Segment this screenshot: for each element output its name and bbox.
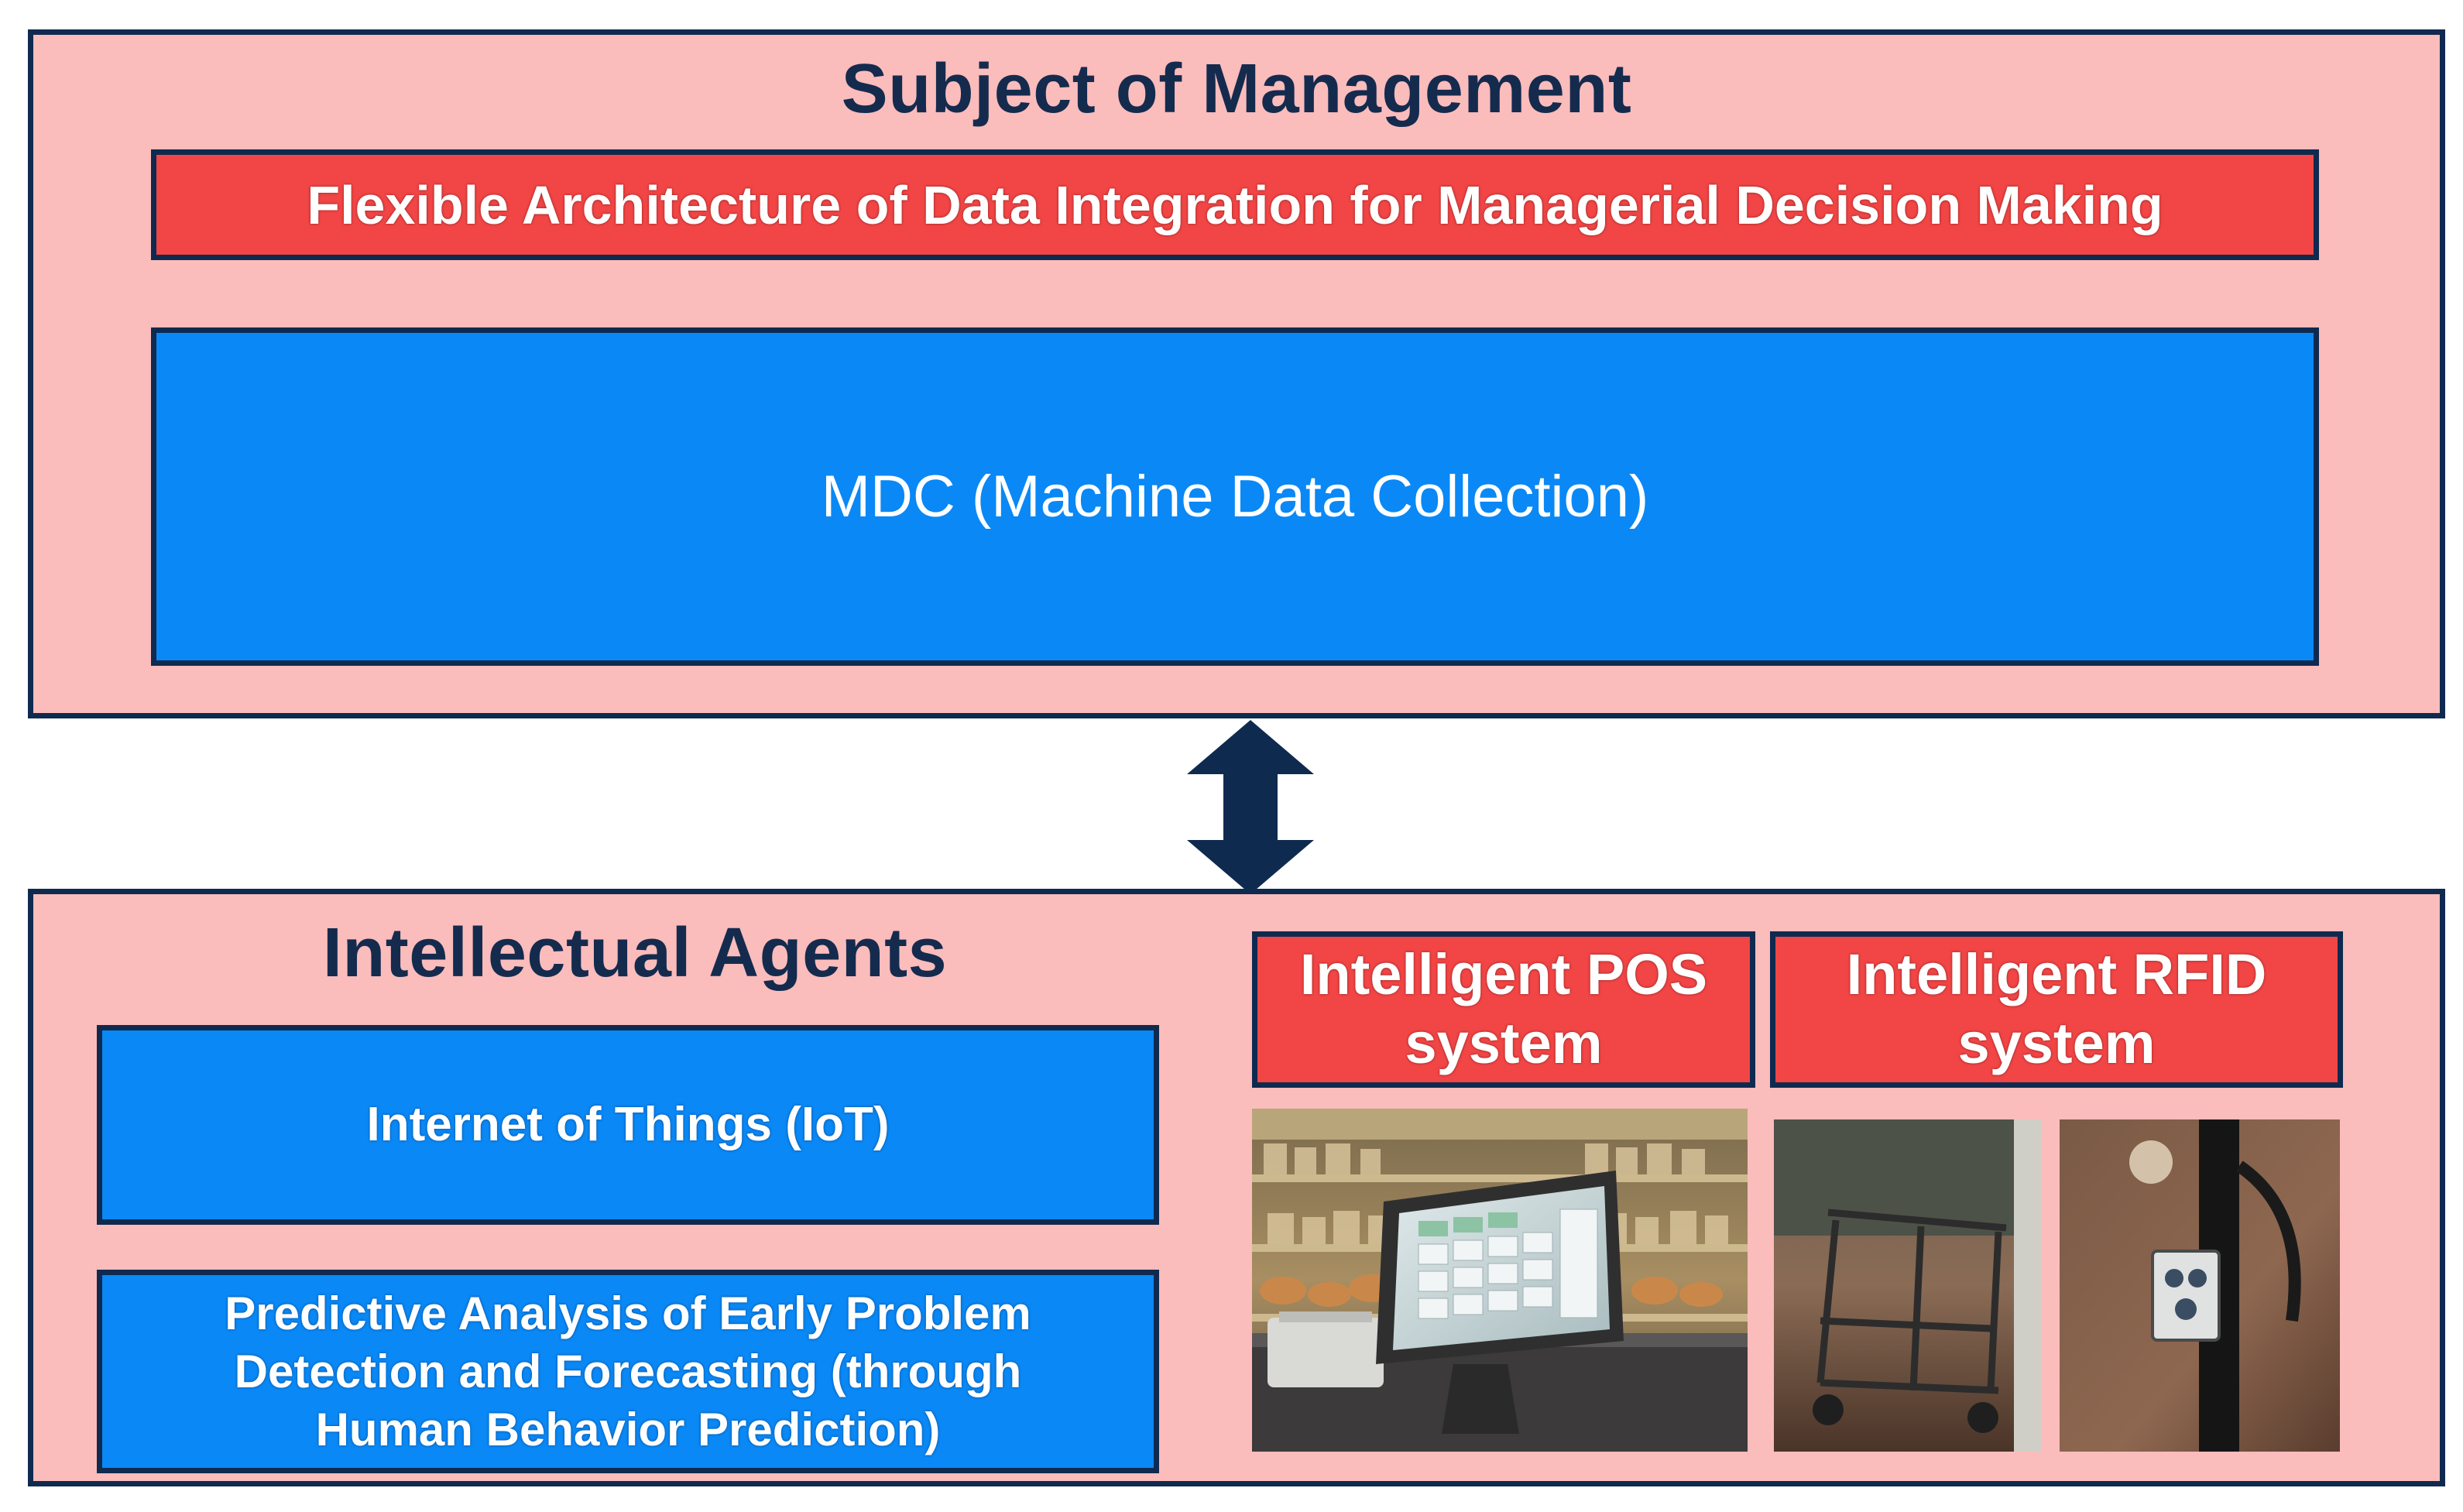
intelligent-rfid-box: Intelligent RFID system (1770, 931, 2343, 1088)
iot-box: Internet of Things (IoT) (97, 1025, 1159, 1225)
mdc-box: MDC (Machine Data Collection) (151, 327, 2319, 666)
rfid-tag-photo (2060, 1119, 2340, 1452)
pos-terminal-photo (1252, 1109, 1748, 1452)
double-arrow-icon (1181, 720, 1320, 894)
data-integration-banner: Flexible Architecture of Data Integratio… (151, 149, 2319, 260)
subject-of-management-title: Subject of Management (841, 50, 1632, 128)
intellectual-agents-title: Intellectual Agents (322, 914, 948, 992)
intelligent-pos-box: Intelligent POS system (1252, 931, 1755, 1088)
predictive-analysis-box: Predictive Analysis of Early Problem Det… (97, 1270, 1159, 1473)
rfid-cart-photo (1774, 1119, 2041, 1452)
